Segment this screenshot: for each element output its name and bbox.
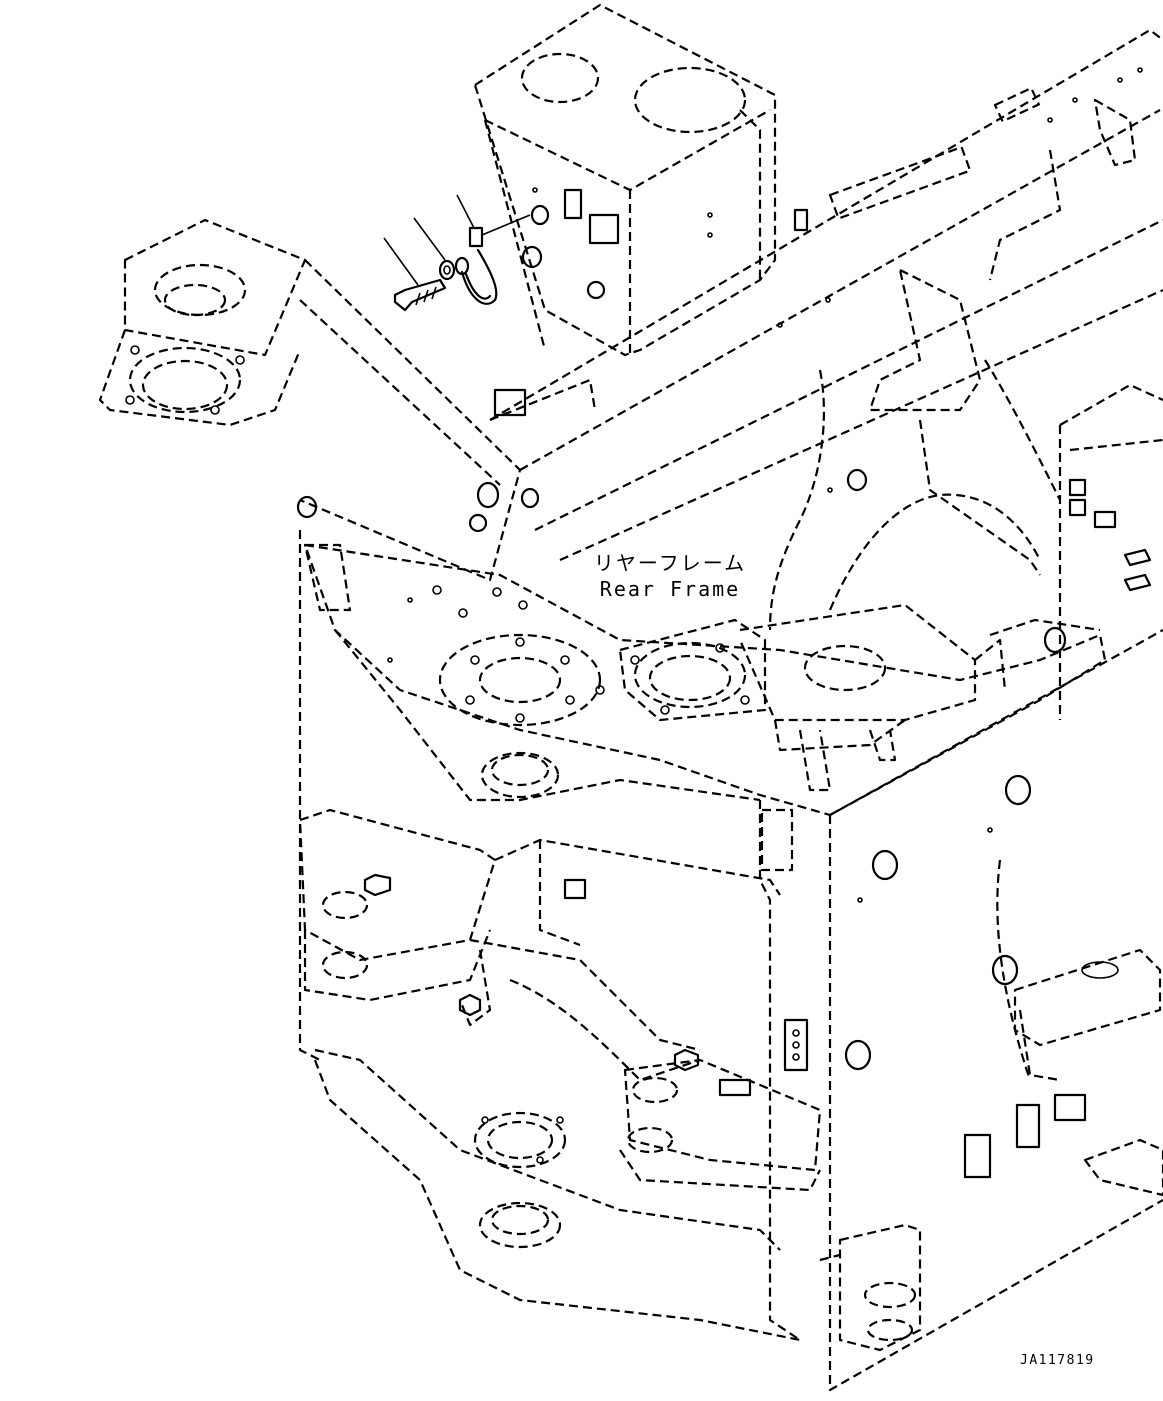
part-name-jp: リヤーフレーム [593, 551, 747, 575]
central-brace [768, 268, 1061, 631]
right-mount-pad [618, 603, 1101, 792]
ground-cable-icon [454, 194, 531, 305]
lower-arms [313, 1048, 922, 1352]
part-name-en: Rear Frame [599, 577, 741, 601]
upper-tower [473, 3, 777, 357]
left-upper-bracket [98, 218, 522, 582]
lower-right-wall [783, 629, 1163, 1392]
right-side-box [1058, 383, 1163, 720]
bolt-icon [383, 237, 447, 312]
washer-icon [413, 217, 456, 281]
main-plate [303, 543, 1107, 817]
upper-right-beam [489, 28, 1163, 562]
drawing-id: JA117819 [1020, 1353, 1095, 1368]
left-main-frame [298, 530, 801, 1341]
